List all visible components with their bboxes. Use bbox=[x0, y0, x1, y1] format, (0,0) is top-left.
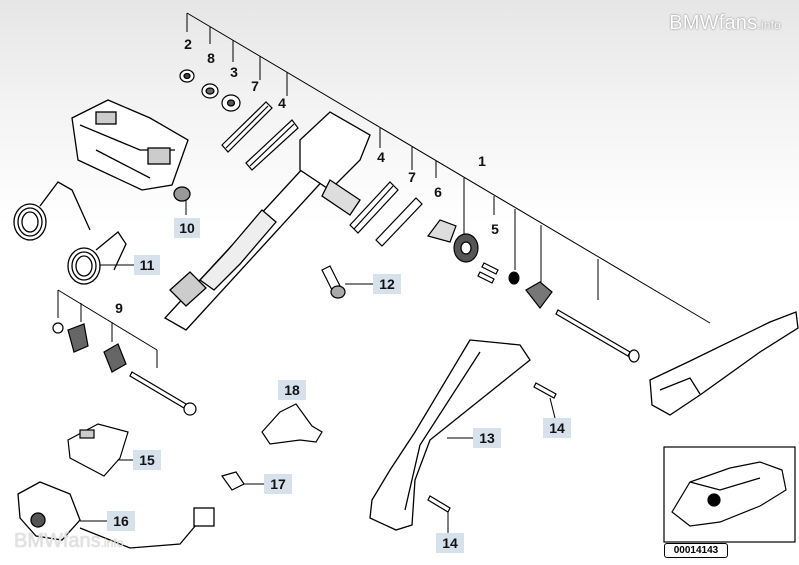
bushing-part-9b bbox=[67, 323, 89, 353]
watermark-bottom: BMWfans.info bbox=[14, 530, 124, 552]
callout-17: 17 bbox=[264, 474, 292, 494]
inset-part-code: 00014143 bbox=[664, 543, 728, 558]
callout-18: 18 bbox=[278, 380, 306, 400]
callout-3: 3 bbox=[230, 64, 238, 80]
adjusting-lever bbox=[649, 311, 799, 416]
nut-part-2 bbox=[179, 69, 195, 83]
callout-2: 2 bbox=[184, 36, 192, 52]
callout-15: 15 bbox=[133, 450, 161, 470]
callout-4-upper: 4 bbox=[278, 95, 286, 111]
callout-10: 10 bbox=[174, 218, 200, 238]
callout-13: 13 bbox=[473, 428, 501, 448]
steering-column-shaft bbox=[163, 111, 371, 331]
gear-part bbox=[453, 233, 479, 263]
callout-4-middle: 4 bbox=[377, 149, 385, 165]
pins-part-5 bbox=[477, 262, 499, 284]
callout-8: 8 bbox=[207, 50, 215, 66]
clip-part-4-middle bbox=[349, 181, 399, 234]
callout-6: 6 bbox=[434, 184, 442, 200]
callout-7-middle: 7 bbox=[408, 169, 416, 185]
callout-9: 9 bbox=[115, 300, 123, 316]
callout-14-upper: 14 bbox=[543, 418, 571, 438]
lever-adapter bbox=[525, 281, 553, 309]
springs-part-11 bbox=[13, 181, 127, 285]
bushing-part-9c bbox=[103, 343, 127, 373]
clip-part-7-middle bbox=[375, 197, 423, 247]
bolt-part-12 bbox=[321, 265, 346, 299]
support-rail-part-13 bbox=[369, 339, 531, 531]
screw-part-14b bbox=[427, 495, 451, 513]
callout-16: 16 bbox=[107, 511, 135, 531]
screw-part-14a bbox=[533, 382, 557, 399]
long-bolt bbox=[555, 309, 640, 363]
callout-14-lower: 14 bbox=[436, 533, 464, 553]
nut-part-9a bbox=[52, 322, 64, 334]
bracket-part-18 bbox=[261, 403, 323, 445]
clip-part-4-upper bbox=[245, 119, 299, 171]
bracket-part-15 bbox=[67, 423, 129, 477]
callout-12: 12 bbox=[373, 274, 401, 294]
washer-part-8 bbox=[201, 83, 219, 99]
adapter-part-6 bbox=[426, 219, 457, 243]
leader-main bbox=[186, 12, 711, 324]
callout-11: 11 bbox=[134, 255, 160, 275]
callout-1: 1 bbox=[478, 153, 486, 169]
clip-part-7-upper bbox=[221, 101, 273, 153]
bolt-part-9 bbox=[129, 371, 197, 416]
watermark-top: BMWfans.info bbox=[669, 12, 781, 34]
locator-inset bbox=[663, 446, 796, 543]
spring-small bbox=[508, 271, 520, 285]
lock-housing-part-10 bbox=[71, 99, 191, 202]
washer-part-3 bbox=[221, 94, 241, 112]
cap-part-17 bbox=[221, 471, 245, 491]
callout-5: 5 bbox=[491, 221, 499, 237]
sensor-part-16 bbox=[17, 481, 215, 549]
callout-7-upper: 7 bbox=[251, 78, 259, 94]
